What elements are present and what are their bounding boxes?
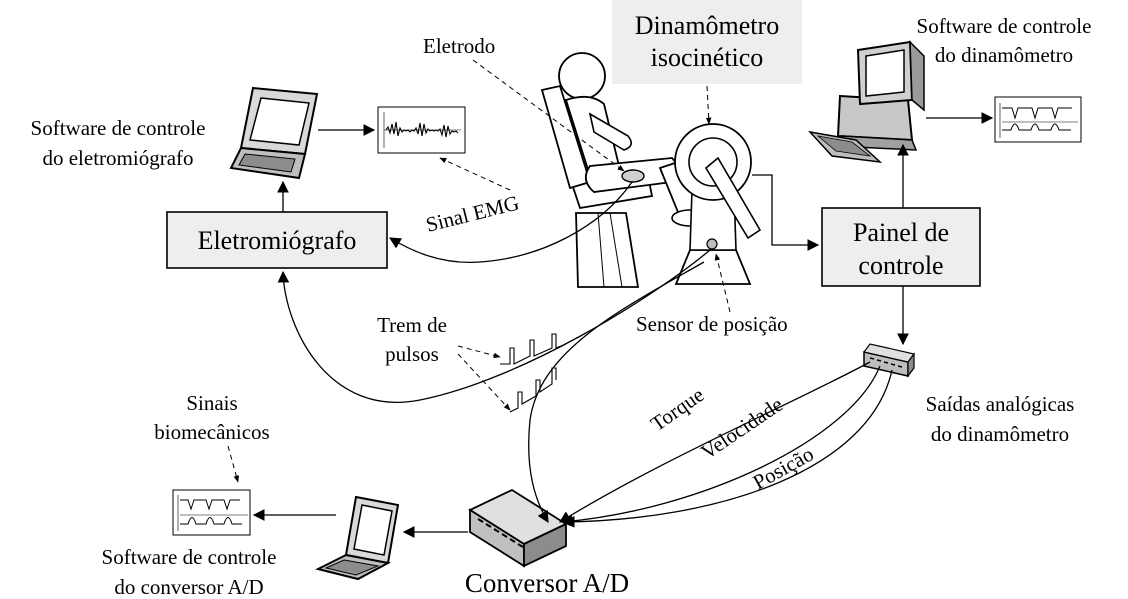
dynamometer-chair-icon: [540, 52, 709, 288]
pointer-sinais-biomecanicos: [227, 445, 240, 483]
trem-pulsos-label-2: pulsos: [385, 342, 439, 366]
pointer-sinal-emg: [439, 157, 511, 191]
sinais-biomecanicos-label-2: biomecânicos: [154, 420, 269, 444]
pointer-dinamometro: [705, 85, 712, 125]
pointer-sensor-posicao: [714, 253, 731, 313]
curve-pulses-to-converter: [528, 261, 705, 524]
pulse-train-upper: [500, 333, 567, 365]
software-dinamometro-label-2: do dinamômetro: [935, 43, 1073, 67]
saidas-analogicas-label-2: do dinamômetro: [931, 422, 1069, 446]
biomechanical-signals-plot-icon: [172, 489, 251, 536]
desktop-computer-icon: [807, 40, 925, 164]
pointer-eletrodo: [472, 59, 625, 172]
painel-label-2: controle: [858, 251, 943, 280]
curve-pulses-to-emg: [277, 249, 711, 403]
software-conversor-label-1: Software de controle: [102, 545, 277, 569]
dinamometro-box: [612, 0, 802, 84]
curve-posicao: [562, 369, 893, 528]
painel-label-1: Painel de: [853, 218, 949, 247]
emg-signal-plot-icon: [377, 106, 466, 154]
curve-torque: [559, 361, 871, 523]
velocidade-label: Velocidade: [696, 392, 787, 464]
dynamometer-signal-plot-icon: [994, 96, 1082, 143]
software-dinamometro-label-1: Software de controle: [917, 14, 1092, 38]
pulse-train-lower: [509, 367, 557, 413]
pointer-pulses-upper: [457, 345, 501, 359]
analog-outputs-connector-icon: [862, 343, 916, 378]
software-eletromiografo-label-1: Software de controle: [31, 116, 206, 140]
sensor-posicao-label: Sensor de posição: [636, 312, 788, 336]
torque-label: Torque: [646, 382, 708, 436]
eletromiografo-box: [166, 211, 388, 269]
trem-pulsos-label-1: Trem de: [377, 313, 447, 337]
sinais-biomecanicos-label-1: Sinais: [186, 391, 237, 415]
painel-box: [821, 207, 981, 287]
dynamometer-head-icon: [674, 123, 762, 285]
saidas-analogicas-label-1: Saídas analógicas: [926, 392, 1075, 416]
conversor-label: Conversor A/D: [465, 568, 629, 598]
arrow-dyn-to-panel: [752, 174, 820, 251]
laptop-icon: [229, 86, 319, 180]
ad-converter-icon: [468, 488, 568, 568]
software-eletromiografo-label-2: do eletromiógrafo: [42, 146, 193, 170]
eletrodo-label: Eletrodo: [423, 34, 495, 58]
dinamometro-label-1: Dinamômetro: [635, 11, 779, 40]
software-conversor-label-2: do conversor A/D: [114, 575, 263, 599]
laptop-icon-bottom: [315, 495, 400, 581]
eletromiografo-label: Eletromiógrafo: [198, 226, 357, 255]
curve-emg-signal: [388, 181, 633, 264]
pointer-pulses-lower: [457, 353, 511, 411]
dinamometro-label-2: isocinético: [651, 43, 764, 72]
curve-velocidade: [560, 365, 881, 527]
sinal-emg-label: Sinal EMG: [423, 191, 521, 237]
